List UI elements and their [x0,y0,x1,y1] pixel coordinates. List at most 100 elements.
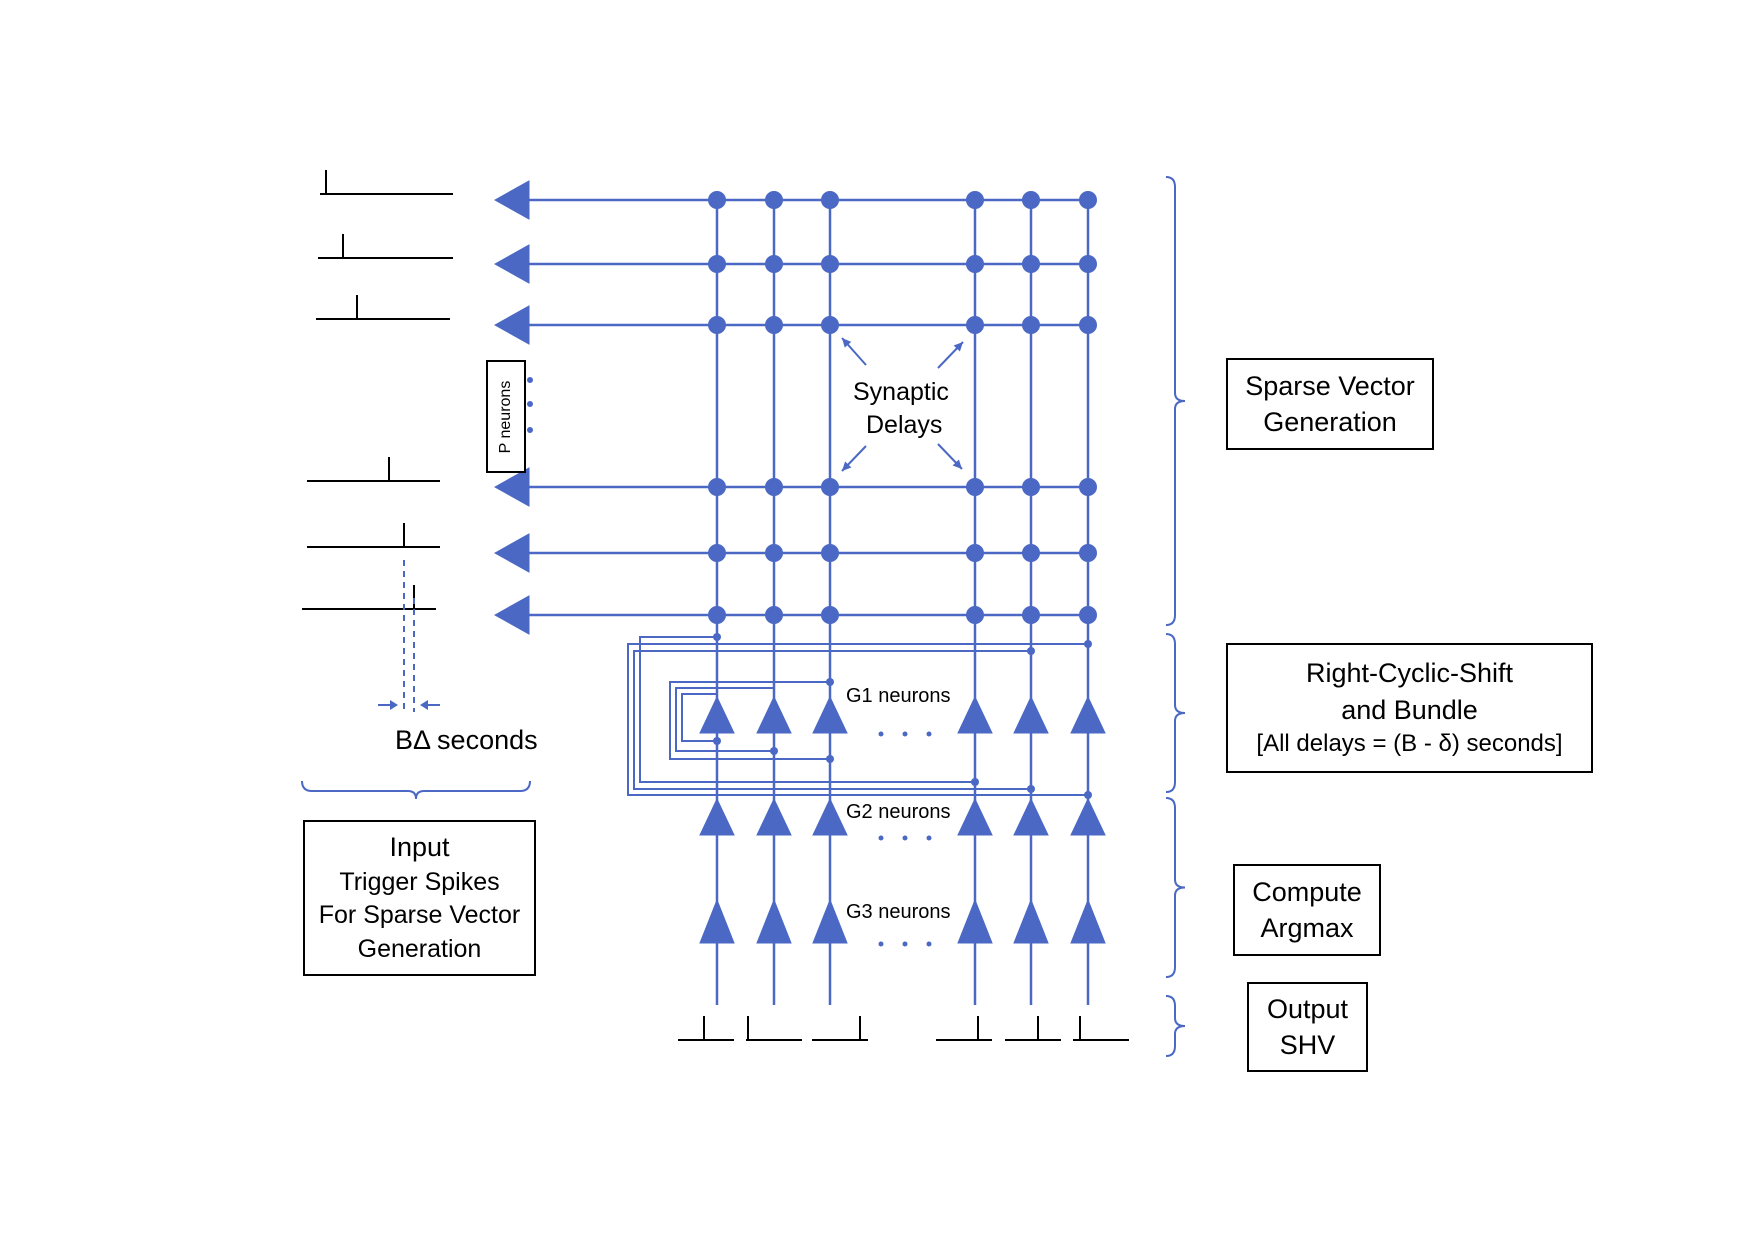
column-neuron-triangle-icon [699,797,735,836]
synapse-node-icon [1022,316,1040,334]
g3-neurons-label: G3 neurons [846,901,951,923]
continuation-dot [878,835,884,841]
column-neuron-triangle-icon [756,695,792,734]
p-neurons-label: P neurons [497,380,514,453]
synapse-node-icon [708,606,726,624]
column-neuron-triangle-icon [957,898,993,944]
cyclic-shift-wire [669,681,830,760]
synapse-node-icon [765,316,783,334]
synapse-node-icon [708,191,726,209]
feedback-wiring [627,633,1092,799]
row-lines [525,198,1088,617]
synapse-node-icon [1022,255,1040,273]
column-neuron-triangle-icon [1013,898,1049,944]
neuron-triangles [493,180,1106,944]
synapse-node-icon [1079,478,1097,496]
brace-icon [1165,797,1186,978]
shift-line-1: Right-Cyclic-Shift [1305,658,1514,689]
continuation-dot [926,835,932,841]
brace-icon [1165,176,1186,626]
input-line-3: For Sparse Vector [318,901,521,930]
column-neuron-triangle-icon [699,898,735,944]
cyclic-shift-wire [681,693,717,742]
column-neuron-triangle-icon [1070,898,1106,944]
cyclic-shift-wire [627,643,1088,796]
synapse-node-icon [966,478,984,496]
arrowhead-icon [842,461,852,471]
synapse-node-icon [966,544,984,562]
b-delta-seconds-label: BΔ seconds [395,725,538,755]
column-neuron-triangle-icon [812,797,848,836]
synapse-node-icon [1079,255,1097,273]
sparse-line-2: Generation [1263,407,1397,437]
synapse-node-icon [821,544,839,562]
output-line-2: SHV [1279,1030,1336,1060]
continuation-dot [527,377,533,383]
synapse-node-icon [966,606,984,624]
brace-icon [301,780,531,800]
wire-junction [713,633,721,641]
synapse-node-icon [966,191,984,209]
synapse-node-icon [1079,606,1097,624]
synapse-node-icon [966,255,984,273]
right-cyclic-shift-box: Right-Cyclic-Shift and Bundle [All delay… [1226,643,1593,773]
synapse-node-icon [708,544,726,562]
column-neuron-triangle-icon [957,695,993,734]
row-neuron-triangle-icon [493,305,530,345]
input-line-1: Input [389,832,450,863]
synapse-node-icon [765,191,783,209]
cyclic-shift-wire [675,687,774,752]
row-neuron-triangle-icon [493,180,530,220]
continuation-dot [902,941,908,947]
wire-junction [1084,791,1092,799]
synapse-node-icon [1022,478,1040,496]
synapse-node-icon [1079,316,1097,334]
column-neuron-triangle-icon [812,695,848,734]
arrowhead-icon [842,338,852,348]
wire-junction [826,755,834,763]
sparse-line-1: Sparse Vector [1245,370,1415,401]
wire-junction [971,778,979,786]
column-neuron-triangle-icon [1013,797,1049,836]
continuation-dot [926,941,932,947]
column-neuron-triangle-icon [1070,797,1106,836]
synapse-node-icon [1022,191,1040,209]
wire-junction [826,678,834,686]
synapse-node-icon [821,478,839,496]
output-shv-box: Output SHV [1247,982,1368,1072]
column-neuron-triangle-icon [812,898,848,944]
compute-argmax-box: Compute Argmax [1233,864,1381,956]
synaptic-delays-label-2: Delays [866,411,943,439]
synapse-node-icon [821,255,839,273]
synapse-node-icon [821,316,839,334]
p-neurons-box: P neurons [486,360,526,473]
continuation-dot [902,731,908,737]
braces [301,176,1186,1057]
synapse-node-icon [708,255,726,273]
wire-junction [1084,640,1092,648]
argmax-line-1: Compute [1252,876,1362,907]
synapse-node-icon [1079,191,1097,209]
synapse-nodes [708,191,1097,624]
continuation-dot [878,941,884,947]
column-neuron-triangle-icon [1070,695,1106,734]
input-trigger-spikes-box: Input Trigger Spikes For Sparse Vector G… [303,820,536,976]
synapse-node-icon [765,255,783,273]
synaptic-delays-label-1: Synaptic [853,378,949,406]
arrowhead-icon [420,700,428,710]
synapse-node-icon [821,606,839,624]
synapse-node-icon [966,316,984,334]
continuation-dot [527,401,533,407]
synapse-node-icon [708,478,726,496]
input-spike-traces [302,170,453,610]
continuation-dot [878,731,884,737]
arrowhead-icon [953,342,963,352]
brace-icon [1165,995,1186,1057]
cyclic-shift-wire [639,636,975,783]
row-neuron-triangle-icon [493,595,530,635]
row-neuron-triangle-icon [493,533,530,573]
shift-line-2: and Bundle [1341,694,1478,725]
synapse-node-icon [1022,544,1040,562]
synapse-node-icon [1022,606,1040,624]
column-neuron-triangle-icon [756,898,792,944]
